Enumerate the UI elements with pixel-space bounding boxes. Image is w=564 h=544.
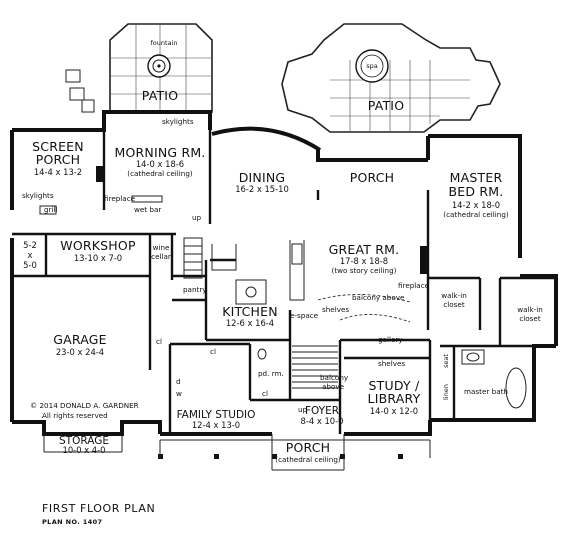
master-bath-label: master bath — [464, 387, 508, 396]
front-porch-label: PORCH — [286, 440, 331, 455]
kitchen-dim: 12-6 x 16-4 — [226, 318, 274, 328]
great-room-dim: 17-8 x 18-8 — [340, 256, 388, 266]
shelves-label-2: shelves — [378, 359, 405, 368]
wine-cellar-label-1: wine — [153, 243, 170, 252]
closet-label-3: cl — [262, 389, 268, 398]
study-dim: 14-0 x 12-0 — [370, 406, 418, 416]
grill-label: grill — [44, 205, 58, 214]
foyer-label: FOYER — [305, 405, 339, 417]
master-bed-label-2: BED RM. — [449, 184, 504, 199]
front-porch-note: (cathedral ceiling) — [275, 455, 341, 464]
plan-footer: FIRST FLOOR PLAN PLAN NO. 1407 — [42, 502, 155, 526]
up-label-2: up — [298, 405, 308, 414]
plan-title: FIRST FLOOR PLAN — [42, 502, 155, 515]
house-walls — [10, 110, 558, 436]
morning-room-label: MORNING RM. — [114, 145, 205, 160]
back-porch-label: PORCH — [350, 170, 395, 185]
balcony-label-1: balcony — [320, 373, 349, 382]
family-studio-dim: 12-4 x 13-0 — [192, 420, 240, 430]
small-storage-dim-2: x — [28, 250, 33, 260]
garage-label: GARAGE — [53, 332, 107, 347]
master-bed-dim: 14-2 x 18-0 — [452, 200, 500, 210]
skylights-label-1: skylights — [22, 191, 54, 200]
kitchen-label: KITCHEN — [222, 304, 278, 319]
wet-bar-label: wet bar — [134, 205, 161, 214]
patio-right-label: PATIO — [368, 98, 404, 113]
master-bed-label-1: MASTER — [450, 170, 503, 185]
small-storage-dim-1: 5-2 — [23, 240, 37, 250]
patio-left-label: PATIO — [142, 88, 178, 103]
great-room-label: GREAT RM. — [329, 242, 400, 257]
wine-cellar-label-2: cellar — [151, 252, 171, 261]
fireplace-label-1: fireplace — [104, 194, 136, 203]
walkin-closet-1-label-1: walk-in — [441, 291, 467, 300]
garage-dim: 23-0 x 24-4 — [56, 347, 104, 357]
family-studio-label: FAMILY STUDIO — [177, 409, 256, 421]
seat-label: seat — [442, 354, 450, 368]
storage-dim: 10-0 x 4-0 — [63, 445, 106, 455]
plan-number: PLAN NO. 1407 — [42, 518, 103, 526]
powder-room-label: pd. rm. — [258, 369, 284, 378]
gallery-label: gallery — [378, 335, 403, 344]
morning-room-dim: 14-0 x 18-6 — [136, 159, 184, 169]
left-patio — [65, 23, 213, 113]
dining-label: DINING — [239, 170, 286, 185]
workshop-label: WORKSHOP — [60, 238, 136, 253]
up-label-1: up — [192, 213, 202, 222]
storage-label: STORAGE — [59, 435, 109, 447]
great-room-note: (two story ceiling) — [332, 266, 397, 275]
screen-porch-label: SCREEN — [32, 139, 84, 154]
closet-label-2: cl — [210, 347, 216, 356]
copyright-line-1: © 2014 DONALD A. GARDNER — [30, 401, 139, 410]
right-patio — [281, 23, 501, 133]
screen-porch-label-2: PORCH — [36, 152, 81, 167]
small-storage-dim-3: 5-0 — [23, 260, 37, 270]
workshop-dim: 13-10 x 7-0 — [74, 253, 122, 263]
interior-walls — [12, 130, 556, 434]
e-space-label: e-space — [290, 311, 319, 320]
walkin-closet-2-label-1: walk-in — [517, 305, 543, 314]
room-labels: fountain spa PATIO PATIO SCREEN PORCH 14… — [22, 39, 543, 464]
fireplace-label-2: fireplace — [398, 281, 430, 290]
shelves-label-1: shelves — [322, 305, 349, 314]
study-label-1: STUDY / — [369, 378, 420, 393]
foyer-dim: 8-4 x 10-0 — [301, 416, 344, 426]
spa-label: spa — [366, 62, 378, 70]
linen-label: linen — [442, 384, 450, 400]
copyright-line-2: All rights reserved — [42, 411, 108, 420]
washer-label: w — [176, 389, 182, 398]
pantry-label: pantry — [183, 285, 207, 294]
skylights-label-2: skylights — [162, 117, 194, 126]
fixtures — [39, 166, 527, 471]
fountain-label: fountain — [151, 39, 178, 47]
master-bed-note: (cathedral ceiling) — [443, 210, 509, 219]
walkin-closet-1-label-2: closet — [443, 300, 465, 309]
balcony-label-2: above — [322, 382, 345, 391]
closet-label-1: cl — [156, 337, 162, 346]
dryer-label: d — [176, 377, 181, 386]
screen-porch-dim: 14-4 x 13-2 — [34, 167, 82, 177]
balcony-above-label: balcony above — [352, 293, 405, 302]
dining-dim: 16-2 x 15-10 — [235, 184, 289, 194]
study-label-2: LIBRARY — [368, 391, 421, 406]
walkin-closet-2-label-2: closet — [519, 314, 541, 323]
morning-room-note: (cathedral ceiling) — [127, 169, 193, 178]
